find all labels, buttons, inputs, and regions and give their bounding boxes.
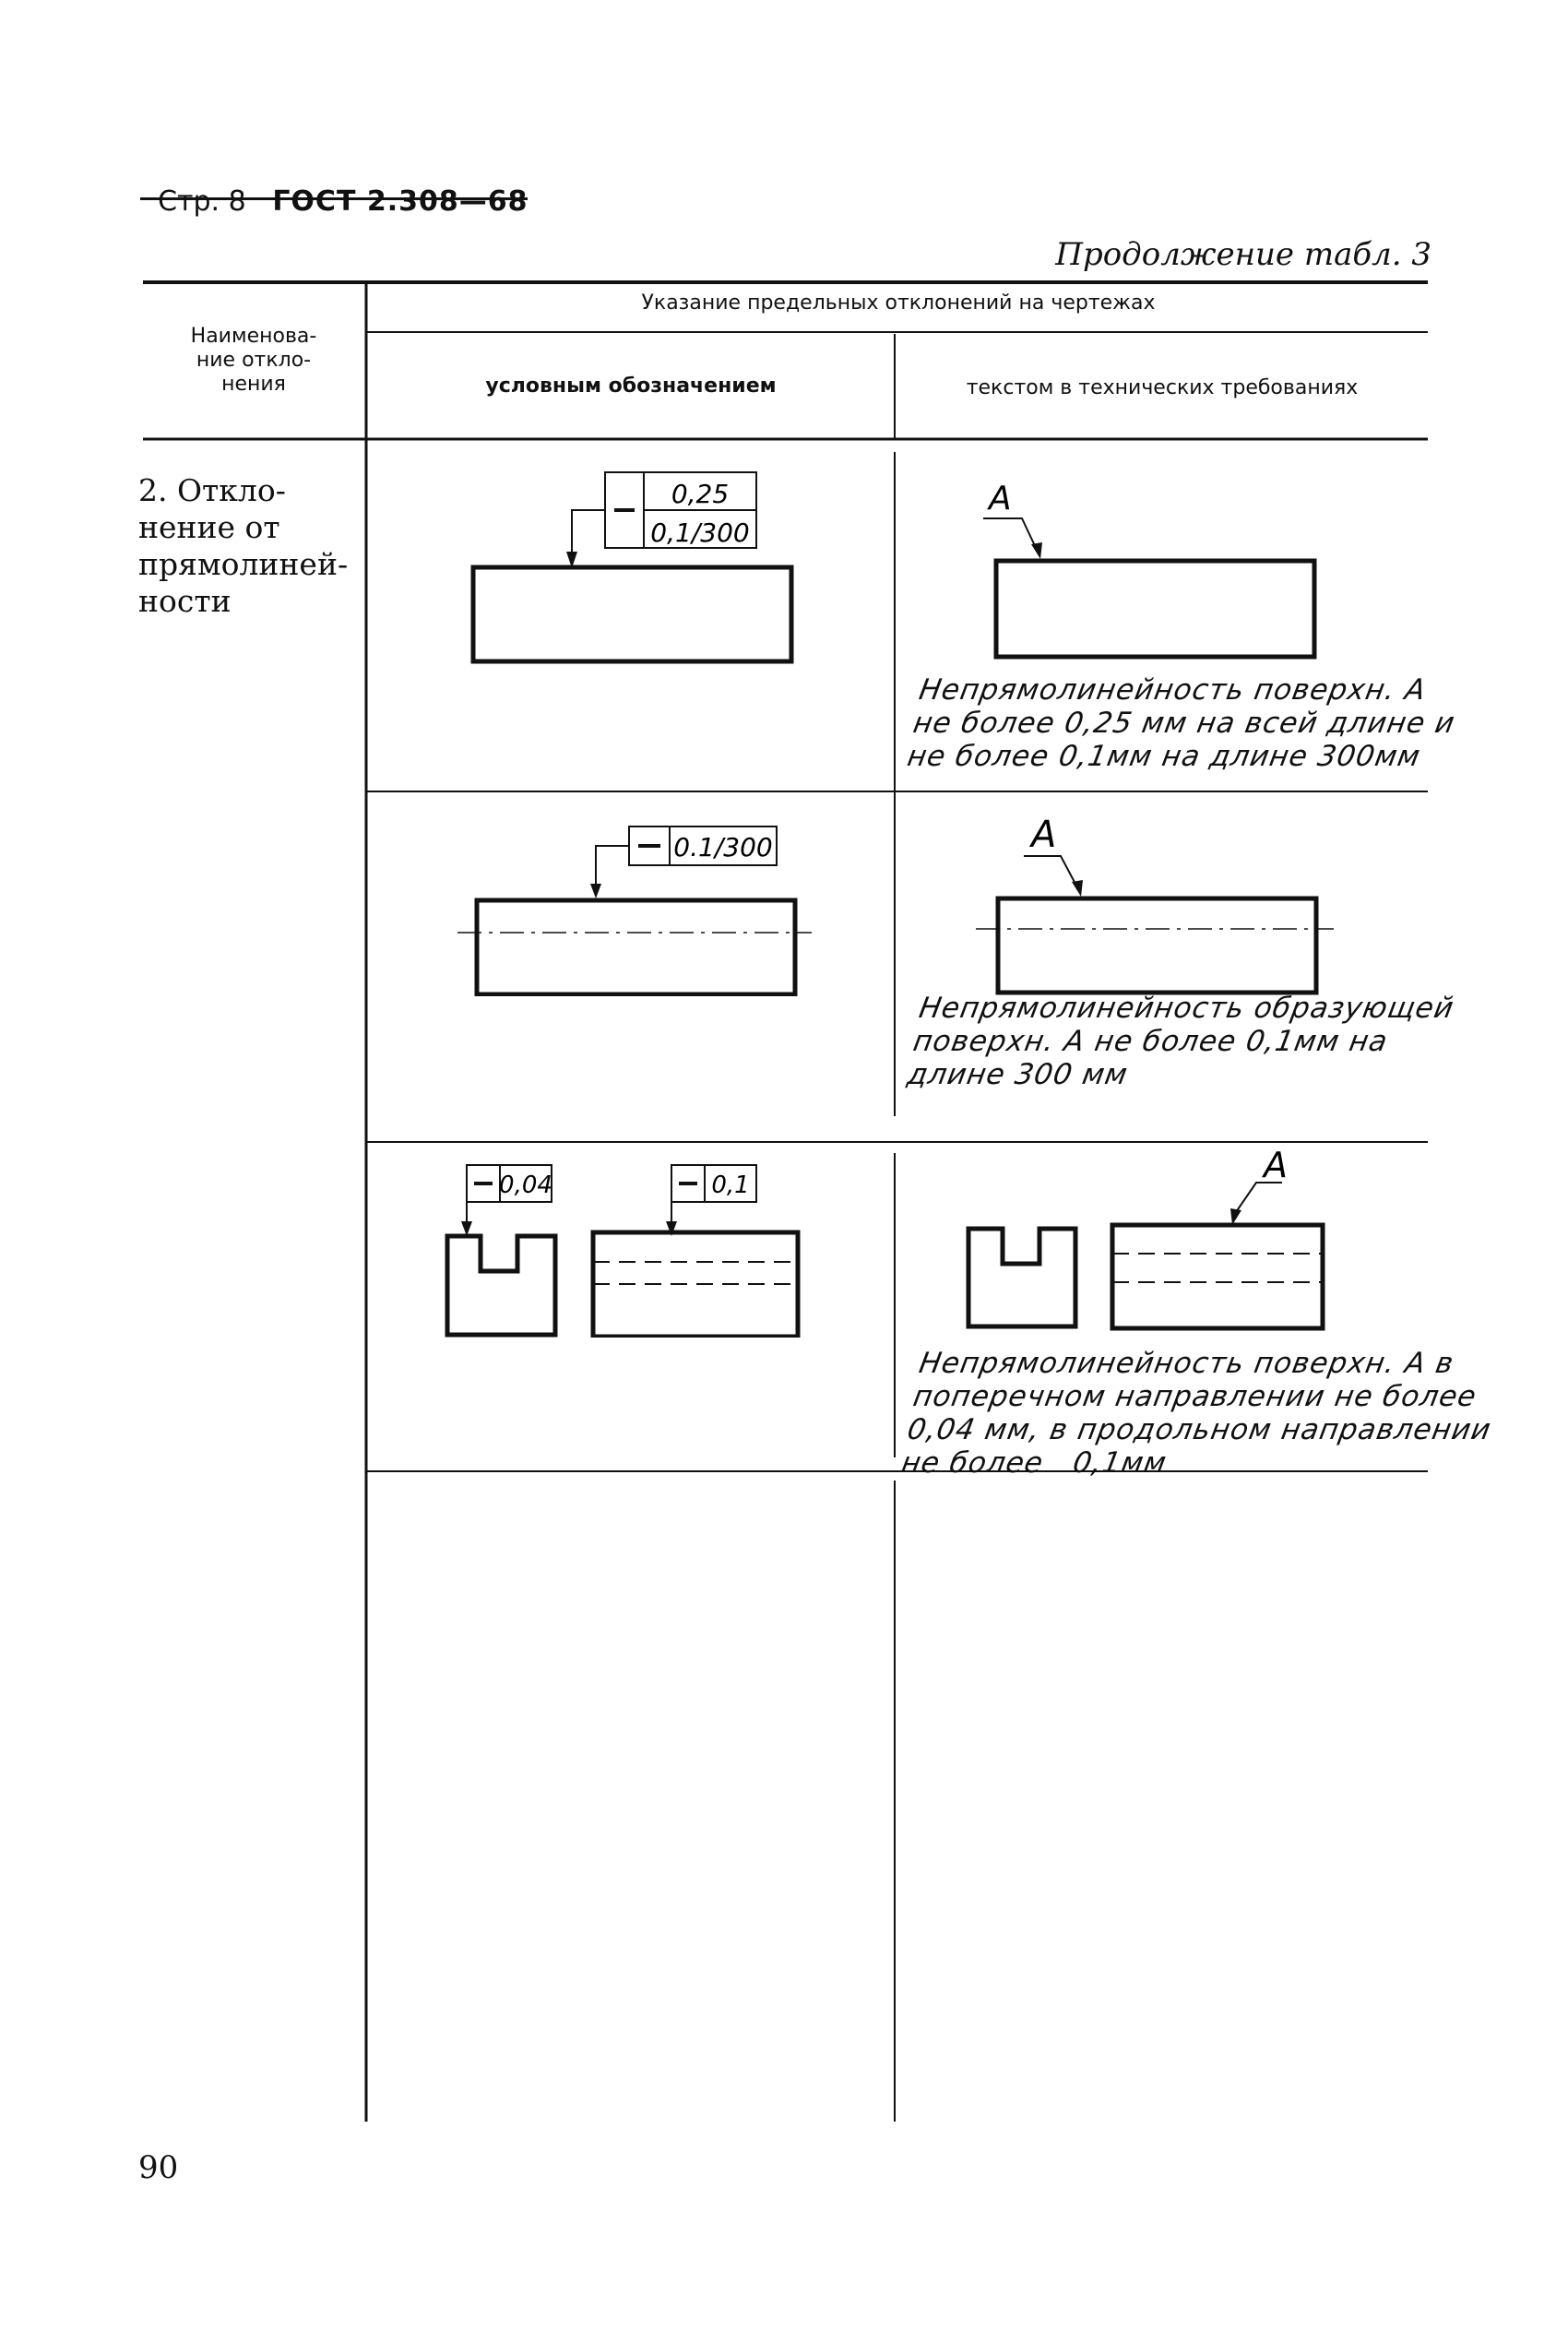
- row-name: 2. Откло- нение от прямолиней- ности: [138, 472, 349, 619]
- example-3-surface-label: А: [1261, 1145, 1288, 1185]
- example-1-tolerance-top: 0,25: [671, 479, 729, 509]
- example-3-symbol-drawing: 0,04 0,1: [445, 1164, 801, 1338]
- example-2-note: Непрямолинейность образующей поверхн. А …: [904, 992, 1457, 1091]
- header-col-symbol: условным обозначением: [485, 375, 777, 398]
- example-1-symbol-drawing: 0,25 0,1/300: [470, 471, 794, 664]
- page-label: Стр. 8: [158, 185, 246, 218]
- header-group-title: Указание предельных отклонений на чертеж…: [641, 291, 1156, 315]
- example-3-tolerance-right: 0,1: [711, 1171, 749, 1199]
- standard-code: ГОСТ 2.308—68: [272, 185, 529, 218]
- example-2-surface-label: А: [1028, 814, 1056, 856]
- example-2-text-drawing: А: [976, 814, 1334, 995]
- example-3-tolerance-left: 0,04: [499, 1171, 552, 1199]
- example-2-symbol-drawing: 0.1/300: [457, 826, 812, 996]
- example-1-tolerance-bottom: 0,1/300: [650, 517, 749, 548]
- example-1-text-drawing: А: [983, 480, 1317, 660]
- example-2-tolerance: 0.1/300: [673, 832, 772, 862]
- header-col-text: текстом в технических требованиях: [966, 376, 1359, 399]
- header-col-name: Наименова- ние откло- нения: [190, 325, 317, 396]
- example-3-text-drawing: А: [966, 1145, 1325, 1331]
- page-header: Стр. 8 ГОСТ 2.308—68: [140, 153, 529, 218]
- header-underline: [140, 197, 528, 200]
- page-number: 90: [138, 2149, 179, 2186]
- example-3-note: Непрямолинейность поверхн. А в поперечно…: [898, 1347, 1494, 1480]
- example-1-surface-label: А: [987, 480, 1012, 517]
- continuation-caption: Продолжение табл. 3: [1055, 236, 1431, 273]
- example-1-note: Непрямолинейность поверхн. А не более 0,…: [904, 673, 1458, 773]
